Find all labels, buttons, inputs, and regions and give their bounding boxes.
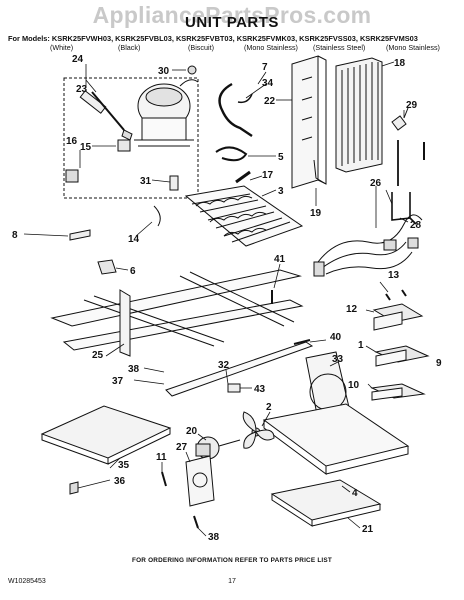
variant-label: (Biscuit) <box>188 43 214 52</box>
wire-harness <box>313 214 423 277</box>
spacer <box>227 383 241 393</box>
callout-23: 23 <box>76 84 88 95</box>
callout-29: 29 <box>406 100 418 111</box>
variant-label: (White) <box>50 43 74 52</box>
heater-wire <box>313 159 327 185</box>
callout-19: 19 <box>310 208 322 219</box>
watermark: AppliancePartsPros.com <box>92 2 372 28</box>
capacitor <box>65 169 79 183</box>
callout-27: 27 <box>176 442 188 453</box>
callout-15: 15 <box>80 142 92 153</box>
callout-17: 17 <box>262 170 274 181</box>
condenser-fan-blade <box>242 411 275 449</box>
callout-18: 18 <box>394 58 406 69</box>
callout-43: 43 <box>254 384 266 395</box>
variant-label: (Stainless Steel) <box>313 43 366 52</box>
callout-24: 24 <box>72 54 84 65</box>
leveling-foot <box>69 481 79 495</box>
compressor-group-box <box>63 77 199 199</box>
ground-wire <box>153 205 161 227</box>
callout-21: 21 <box>362 524 374 535</box>
callout-10: 10 <box>348 380 360 391</box>
condenser-fan-motor <box>195 436 241 460</box>
variant-label: (Mono Stainless) <box>244 43 298 52</box>
callout-30: 30 <box>158 66 170 77</box>
suction-tube <box>218 82 253 137</box>
mounting-bolt <box>169 175 179 191</box>
base-rails <box>50 269 314 397</box>
thermistor <box>391 115 407 131</box>
callout-41: 41 <box>274 254 286 265</box>
ordering-instruction: FOR ORDERING INFORMATION REFER TO PARTS … <box>132 557 332 564</box>
models-line: For Models: KSRK25FVWH03, KSRK25FVBL03, … <box>8 34 418 43</box>
callout-28: 28 <box>410 220 422 231</box>
condenser-coil <box>184 185 304 247</box>
callout-8: 8 <box>12 230 18 241</box>
callout-13: 13 <box>388 270 400 281</box>
callout-1: 1 <box>358 340 364 351</box>
callout-37: 37 <box>112 376 124 387</box>
start-relay <box>79 90 133 141</box>
page-title: UNIT PARTS <box>185 14 279 31</box>
drier <box>235 170 251 184</box>
access-cover <box>40 405 172 459</box>
callout-31: 31 <box>140 176 152 187</box>
callout-35: 35 <box>118 460 130 471</box>
callout-11: 11 <box>156 452 167 463</box>
callout-6: 6 <box>130 266 136 277</box>
callout-38: 38 <box>208 532 220 543</box>
drain-tube <box>391 192 417 225</box>
callout-40: 40 <box>330 332 342 343</box>
motor-bracket <box>185 455 215 507</box>
bolt <box>69 229 91 241</box>
callout-32: 32 <box>218 360 230 371</box>
evaporator <box>335 57 383 173</box>
callout-3: 3 <box>278 186 284 197</box>
long-bolt <box>293 339 311 345</box>
overload <box>117 139 131 152</box>
callout-20: 20 <box>186 426 198 437</box>
variant-label: (Mono Stainless) <box>386 43 440 52</box>
callout-2: 2 <box>266 402 272 413</box>
callout-26: 26 <box>370 178 382 189</box>
callout-12: 12 <box>346 304 358 315</box>
screw <box>193 515 199 529</box>
callout-16: 16 <box>66 136 78 147</box>
document-number: W10285453 <box>8 578 46 585</box>
callout-34: 34 <box>262 78 274 89</box>
callout-22: 22 <box>264 96 276 107</box>
callout-38: 38 <box>128 364 140 375</box>
callout-25: 25 <box>92 350 104 361</box>
discharge-tube <box>215 146 248 162</box>
callout-33: 33 <box>332 354 344 365</box>
screw <box>161 471 167 487</box>
pad <box>97 259 117 275</box>
grommet <box>187 65 197 75</box>
callout-9: 9 <box>436 358 442 369</box>
condenser-baffle <box>291 55 327 189</box>
callout-14: 14 <box>128 234 140 245</box>
page-number: 17 <box>228 578 236 585</box>
callout-4: 4 <box>352 488 358 499</box>
variant-label: (Black) <box>118 43 141 52</box>
callout-7: 7 <box>262 62 268 73</box>
callout-5: 5 <box>278 152 284 163</box>
compressor <box>134 79 199 147</box>
callout-36: 36 <box>114 476 126 487</box>
base-pan <box>262 403 410 467</box>
